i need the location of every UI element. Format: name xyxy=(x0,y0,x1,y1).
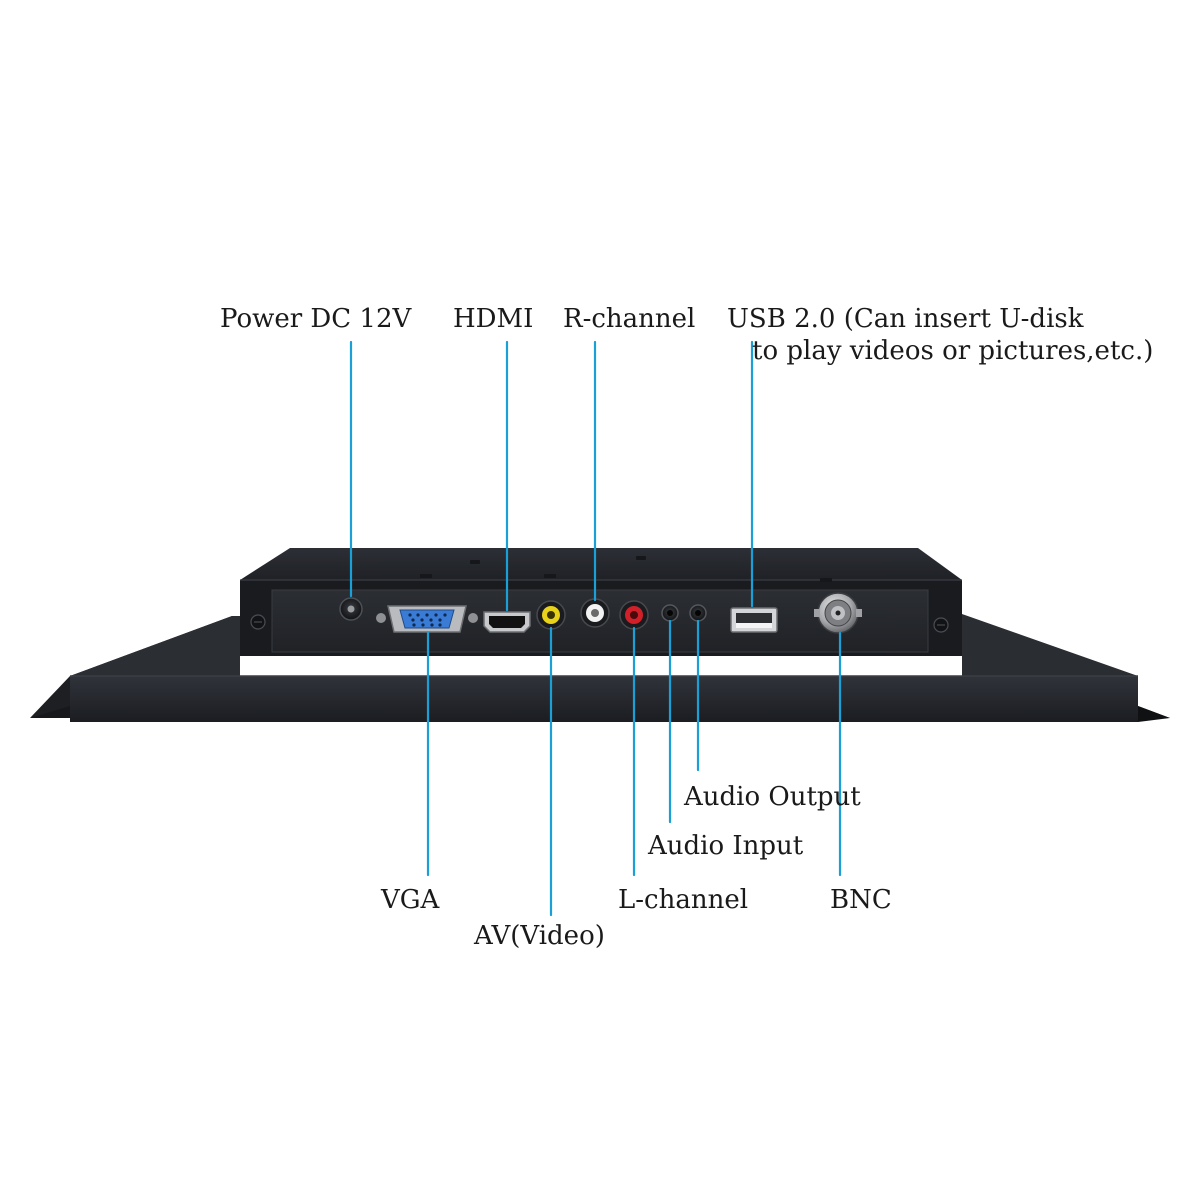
enclosure-top xyxy=(240,548,962,580)
port-vga xyxy=(376,605,478,633)
mounting-frame xyxy=(30,614,1170,722)
label-r-channel: R-channel xyxy=(563,304,696,334)
label-usb-line2: to play videos or pictures,etc.) xyxy=(752,336,1154,366)
screws xyxy=(250,614,949,633)
port-av-video xyxy=(536,600,566,630)
right-flange xyxy=(962,614,1138,676)
label-audio-output: Audio Output xyxy=(684,782,861,812)
label-audio-input: Audio Input xyxy=(648,831,804,861)
label-bnc: BNC xyxy=(830,885,892,915)
frame-front xyxy=(70,676,1138,722)
label-usb-line1: USB 2.0 (Can insert U-disk xyxy=(727,304,1084,334)
port-audio-input xyxy=(661,604,679,622)
frame-top-left xyxy=(70,616,240,676)
port-l-channel xyxy=(619,600,649,630)
label-vga: VGA xyxy=(381,885,440,915)
label-av-video: AV(Video) xyxy=(474,921,605,951)
leader-lines xyxy=(349,340,842,917)
label-hdmi: HDMI xyxy=(453,304,534,334)
port-usb xyxy=(730,607,778,633)
port-r-channel xyxy=(580,598,610,628)
port-power xyxy=(339,597,363,621)
port-hdmi xyxy=(483,611,531,633)
port-bnc xyxy=(814,592,862,634)
label-power: Power DC 12V xyxy=(220,304,412,334)
port-audio-output xyxy=(689,604,707,622)
label-l-channel: L-channel xyxy=(618,885,749,915)
